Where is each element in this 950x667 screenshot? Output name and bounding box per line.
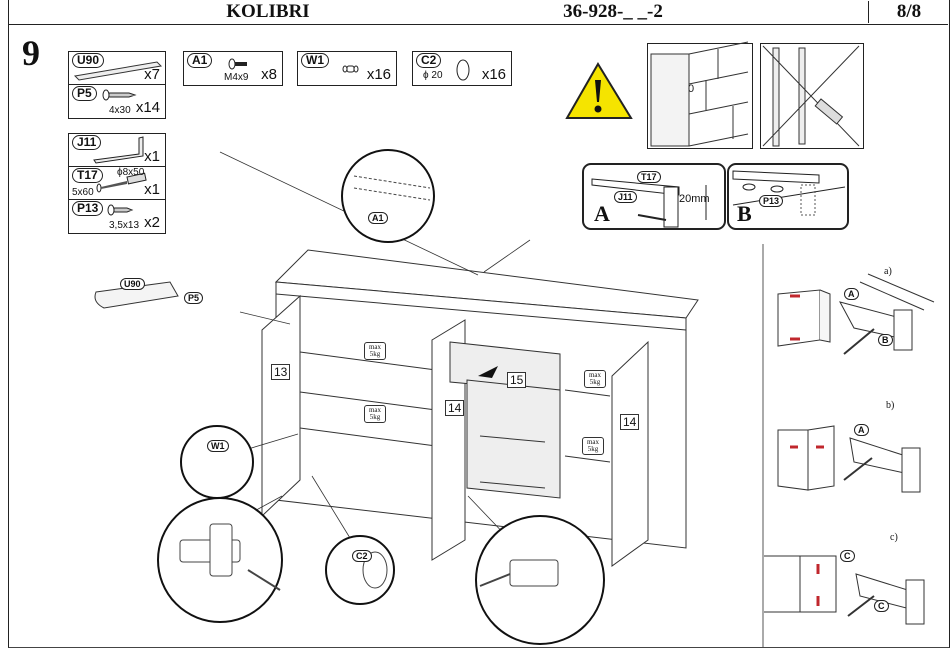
load-max: max <box>588 371 602 379</box>
part-tag: P5 <box>72 86 97 101</box>
part-j11: J11 x1 <box>68 133 166 168</box>
part-tag: T17 <box>72 168 103 183</box>
callout-b: B <box>878 334 893 346</box>
warning-triangle-icon <box>565 62 633 119</box>
part-qty: x1 <box>144 148 160 165</box>
bracket-top-icon <box>732 170 846 216</box>
callout-tag-c2: C2 <box>352 550 372 562</box>
part-qty: x7 <box>144 66 160 83</box>
callout-tag-w1: W1 <box>207 440 229 452</box>
detail-label-a: A <box>594 201 610 226</box>
screw-icon <box>102 89 137 101</box>
hinge-step-c: c) C C <box>764 530 948 647</box>
detail-circle-rail <box>341 149 435 243</box>
step-number: 9 <box>22 33 40 73</box>
detail-circle-pin <box>180 425 254 499</box>
part-a1: A1 M4x9 x8 <box>183 51 283 86</box>
callout-c-bottom: C <box>874 600 889 612</box>
load-max: max <box>368 406 382 414</box>
tag-t17: T17 <box>637 171 661 183</box>
load-value: 5kg <box>369 413 381 421</box>
callout-a: A <box>844 288 859 300</box>
load-max: max <box>586 438 600 446</box>
header-bar: KOLIBRI 36-928-_ _-2 8/8 <box>8 0 948 25</box>
callout-c-top: C <box>840 550 855 562</box>
panel-number-14-left: 14 <box>445 400 465 416</box>
callout-a: A <box>854 424 869 436</box>
hinge-step-a: a) A B <box>764 244 948 379</box>
hinge-step-b: b) A <box>764 392 948 522</box>
panel-number-13: 13 <box>271 364 291 380</box>
screw-icon <box>107 204 134 216</box>
part-tag: P13 <box>72 201 104 216</box>
part-tag: A1 <box>187 53 213 68</box>
load-max: max <box>368 343 382 351</box>
part-w1: W1 x16 <box>297 51 397 86</box>
part-qty: x14 <box>135 99 160 116</box>
load-value: 5kg <box>589 378 601 386</box>
dim-20mm: 20mm <box>679 193 710 205</box>
part-qty: x16 <box>481 66 506 83</box>
detail-panel-b: P13 B <box>727 163 849 230</box>
part-tag: J11 <box>72 135 102 150</box>
part-dim: ϕ 20 <box>423 70 443 81</box>
part-dim: 5x60 <box>72 187 94 198</box>
part-u90: U90 x7 <box>68 51 166 86</box>
wall-brick-ok-panel: 0 <box>647 41 753 149</box>
shelf-pin-icon <box>342 65 359 73</box>
tag-p13: P13 <box>759 195 784 207</box>
hinge-adjust-c-icon <box>764 555 925 625</box>
step-label: a) <box>884 266 892 277</box>
hinge-adjust-a-icon <box>777 273 935 355</box>
panel-number-14-right: 14 <box>620 414 640 430</box>
bolt-icon <box>228 58 247 70</box>
detail-label-b: B <box>737 201 752 226</box>
brick-wall-icon: 0 <box>650 41 749 147</box>
panel-number-15: 15 <box>507 372 527 388</box>
detail-panel-a: T17 J11 20mm A <box>582 163 726 230</box>
drywall-crossed-icon <box>762 45 860 147</box>
bracket-mount-icon <box>591 178 707 228</box>
part-qty: x1 <box>144 181 160 198</box>
wall-plug-screw-icon <box>96 172 147 193</box>
load-value: 5kg <box>369 350 381 358</box>
column-divider <box>762 244 764 647</box>
part-p13: P13 3,5x13 x2 <box>68 199 166 234</box>
svg-text:0: 0 <box>688 83 694 95</box>
part-dim: M4x9 <box>224 72 249 83</box>
part-t17: T17 ϕ8x50 5x60 x1 <box>68 166 166 201</box>
step-label: c) <box>890 532 898 543</box>
part-dim: 3,5x13 <box>109 220 140 231</box>
product-title: KOLIBRI <box>226 1 310 22</box>
part-qty: x8 <box>261 66 277 83</box>
tag-j11: J11 <box>614 191 637 203</box>
load-value: 5kg <box>587 445 599 453</box>
part-c2: C2 ϕ 20 x16 <box>412 51 512 86</box>
part-tag: W1 <box>301 53 329 68</box>
product-code: 36-928-_ _-2 <box>563 1 663 22</box>
hinge-adjust-b-icon <box>777 425 921 493</box>
page-number: 8/8 <box>868 1 949 23</box>
callout-tag-a1: A1 <box>368 212 388 224</box>
part-dim: 4x30 <box>109 105 131 116</box>
part-p5: P5 4x30 x14 <box>68 84 166 119</box>
part-qty: x2 <box>144 214 160 231</box>
step-label: b) <box>886 400 895 411</box>
part-tag: C2 <box>416 53 442 68</box>
part-qty: x16 <box>366 66 391 83</box>
callout-tag-p5: P5 <box>184 292 204 304</box>
part-tag: U90 <box>72 53 105 68</box>
callout-tag-u90: U90 <box>120 278 145 290</box>
rail-icon <box>73 61 163 81</box>
cap-icon <box>456 59 470 81</box>
cabinet-illustration <box>94 149 699 645</box>
part-dim-plug: ϕ8x50 <box>117 167 145 178</box>
bracket-icon <box>93 136 144 164</box>
wall-drywall-no-panel <box>760 43 864 149</box>
